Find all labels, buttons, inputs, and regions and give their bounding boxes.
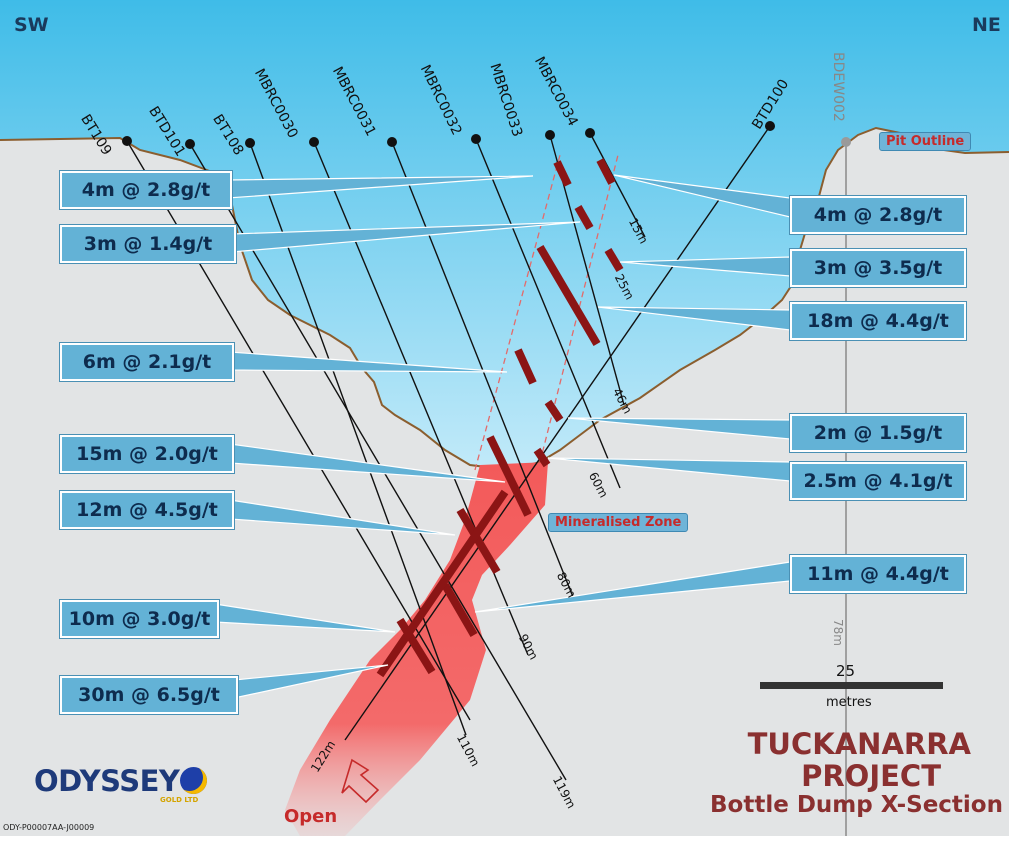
mineralised-zone-label: Mineralised Zone [548, 513, 689, 532]
scale-unit: metres [826, 695, 872, 710]
collar-bdew002 [841, 137, 851, 147]
logo-globe-icon [180, 767, 208, 794]
intercept-callout: 18m @ 4.4g/t [790, 302, 966, 340]
odyssey-logo: ODYSSEY GOLD LTD [34, 764, 208, 804]
intercept-callout: 3m @ 3.5g/t [790, 249, 966, 287]
intercept-callout: 6m @ 2.1g/t [60, 343, 234, 381]
scale-value: 25 [836, 662, 856, 680]
logo-subtitle: GOLD LTD [160, 796, 199, 804]
depth-label: 78m [831, 619, 845, 646]
intercept-callout: 4m @ 2.8g/t [60, 171, 232, 209]
intercept-callout: 4m @ 2.8g/t [790, 196, 966, 234]
intercept-callout: 30m @ 6.5g/t [60, 676, 238, 714]
orientation-sw: SW [14, 14, 49, 36]
pit-outline-label: Pit Outline [879, 132, 972, 151]
intercept-callout: 3m @ 1.4g/t [60, 225, 236, 263]
intercept-callout: 15m @ 2.0g/t [60, 435, 234, 473]
intercept-callout: 2m @ 1.5g/t [790, 414, 966, 452]
callout-pointers-left [214, 175, 581, 699]
title-line3: Bottle Dump X-Section [710, 792, 1003, 818]
trace-mbrc0032 [475, 138, 621, 489]
hole-label-bdew002: BDEW002 [830, 52, 846, 122]
intercept-callout: 10m @ 3.0g/t [60, 600, 219, 638]
title-line1: TUCKANARRA [747, 727, 971, 761]
orientation-ne: NE [972, 14, 1001, 36]
trace-mbrc0031 [391, 141, 574, 598]
open-arrow [341, 758, 380, 804]
trace-mbrc0034 [589, 132, 646, 238]
pit-outline-line [0, 126, 1009, 472]
title-line2: PROJECT [801, 759, 941, 793]
intercept-callout: 12m @ 4.5g/t [60, 491, 234, 529]
open-label: Open [284, 806, 338, 827]
zone-extent-dashed [474, 154, 561, 471]
intercept-callout: 11m @ 4.4g/t [790, 555, 966, 593]
intercept-segments [376, 158, 624, 678]
callout-pointers-right [474, 174, 791, 613]
intercept-callout: 2.5m @ 4.1g/t [790, 462, 966, 500]
scale-bar [760, 682, 943, 689]
footer-code: ODY-P00007AA-J00009 [3, 823, 95, 832]
drillhole-collars [122, 121, 775, 149]
logo-wordmark: ODYSSEY [34, 764, 180, 798]
trace-btd100 [344, 125, 771, 741]
